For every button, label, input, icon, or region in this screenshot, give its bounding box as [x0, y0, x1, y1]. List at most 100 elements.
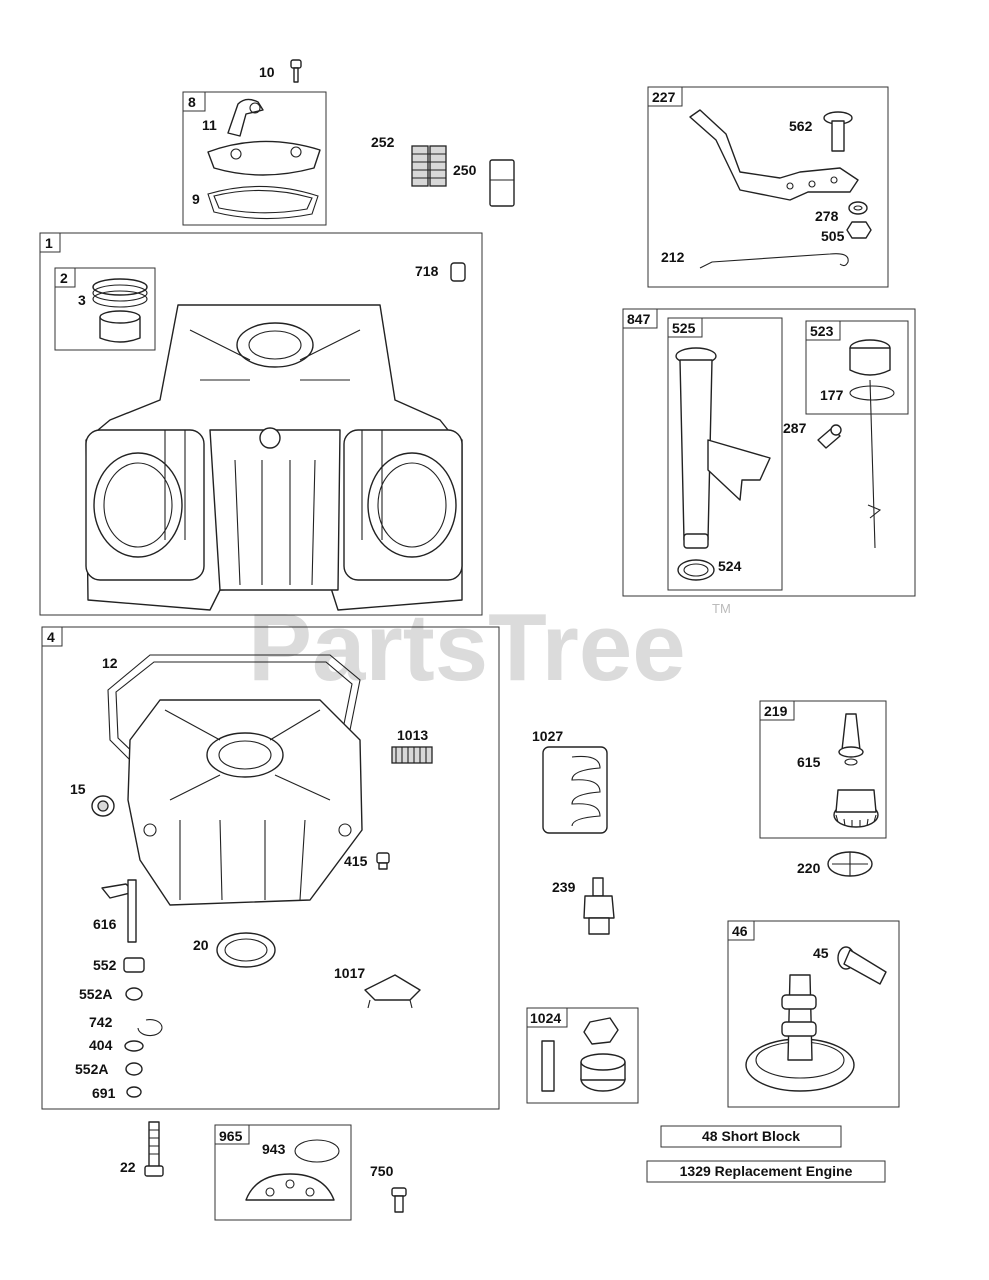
part-1013-label[interactable]: 1013 [397, 727, 428, 743]
oil-pump-shaft-icon[interactable] [541, 1040, 555, 1092]
group-847-tag [622, 308, 658, 329]
oil-pump-cover-icon[interactable] [364, 974, 421, 1009]
part-750-label[interactable]: 750 [370, 1163, 394, 1179]
group-4-label: 4 [47, 629, 55, 645]
breather-tube-icon[interactable] [227, 98, 264, 137]
washer-552a-2-icon[interactable] [125, 1062, 143, 1076]
o-ring-943-icon[interactable] [294, 1139, 340, 1163]
o-ring-icon[interactable] [677, 559, 715, 581]
cotter-icon[interactable] [126, 1086, 142, 1098]
nut-icon[interactable] [846, 221, 872, 239]
group-46-tag [727, 920, 755, 941]
washer-552a-icon[interactable] [125, 987, 143, 1001]
dowel-pin-icon[interactable] [450, 262, 466, 282]
short-block-button[interactable]: 48 Short Block [660, 1125, 842, 1148]
governor-cup-icon[interactable] [838, 713, 864, 758]
part-1017-label[interactable]: 1017 [334, 965, 365, 981]
valve-tappet-icon[interactable] [489, 159, 515, 207]
oil-pump-rotor-icon[interactable] [580, 1017, 626, 1092]
part-212-label[interactable]: 212 [661, 249, 685, 265]
group-523-box [805, 320, 909, 415]
part-404-label[interactable]: 404 [89, 1037, 113, 1053]
part-742-label[interactable]: 742 [89, 1014, 113, 1030]
group-1-label: 1 [45, 235, 53, 251]
spring-strip-icon[interactable] [391, 746, 433, 764]
dipstick-tube-icon[interactable] [675, 347, 771, 549]
breather-gasket-icon[interactable] [207, 185, 319, 220]
part-20-label[interactable]: 20 [193, 937, 209, 953]
governor-gear-icon[interactable] [833, 789, 879, 828]
washer-404-icon[interactable] [124, 1040, 144, 1052]
part-562-label[interactable]: 562 [789, 118, 813, 134]
governor-link-icon[interactable] [699, 253, 849, 269]
part-12-label[interactable]: 12 [102, 655, 118, 671]
oil-filter-icon[interactable] [542, 746, 608, 834]
oil-pressure-switch-icon[interactable] [583, 877, 615, 935]
part-3-label[interactable]: 3 [78, 292, 86, 308]
governor-shaft-icon[interactable] [101, 879, 137, 943]
washer-icon[interactable] [848, 201, 868, 215]
part-552a-2-label[interactable]: 552A [75, 1061, 108, 1077]
part-505-label[interactable]: 505 [821, 228, 845, 244]
piston-icon[interactable] [99, 310, 141, 343]
part-615-label[interactable]: 615 [797, 754, 821, 770]
replacement-engine-button-label: 1329 Replacement Engine [680, 1163, 853, 1179]
drain-plug-icon[interactable] [376, 852, 390, 870]
bushing-icon[interactable] [123, 957, 145, 973]
group-8-box [182, 91, 327, 226]
part-252-label[interactable]: 252 [371, 134, 395, 150]
cylinder-block-icon[interactable] [85, 304, 463, 611]
group-525-box [667, 317, 783, 591]
group-4-box [41, 626, 500, 1110]
part-45-label[interactable]: 45 [813, 945, 829, 961]
part-250-label[interactable]: 250 [453, 162, 477, 178]
camshaft-icon[interactable] [745, 974, 855, 1092]
group-4-tag [41, 626, 63, 647]
group-1-box [39, 232, 483, 616]
part-10-label[interactable]: 10 [259, 64, 275, 80]
group-525-tag [667, 317, 703, 338]
oil-pump-cover-plate-icon[interactable] [245, 1173, 335, 1201]
breather-cover-icon[interactable] [207, 140, 321, 176]
shoulder-bolt-icon[interactable] [823, 111, 853, 152]
group-523-label: 523 [810, 323, 834, 339]
part-9-label[interactable]: 9 [192, 191, 200, 207]
part-552-label[interactable]: 552 [93, 957, 117, 973]
part-22-label[interactable]: 22 [120, 1159, 136, 1175]
piston-rings-icon[interactable] [92, 278, 148, 308]
part-287-label[interactable]: 287 [783, 420, 807, 436]
valve-spring-icon[interactable] [411, 145, 447, 187]
camshaft-pin-icon[interactable] [837, 946, 887, 985]
replacement-engine-button[interactable]: 1329 Replacement Engine [646, 1160, 886, 1183]
retaining-clip-icon[interactable] [844, 758, 858, 766]
part-1027-label[interactable]: 1027 [532, 728, 563, 744]
bolt-22-icon[interactable] [144, 1121, 164, 1177]
part-239-label[interactable]: 239 [552, 879, 576, 895]
part-177-label[interactable]: 177 [820, 387, 844, 403]
part-11-label[interactable]: 11 [202, 117, 217, 133]
part-943-label[interactable]: 943 [262, 1141, 286, 1157]
crankcase-cover-icon[interactable] [127, 699, 363, 906]
retaining-ring-icon[interactable] [137, 1019, 163, 1037]
part-718-label[interactable]: 718 [415, 263, 439, 279]
group-8-tag [182, 91, 206, 112]
oil-seal-icon[interactable] [91, 795, 115, 817]
group-219-box [759, 700, 887, 839]
part-220-label[interactable]: 220 [797, 860, 821, 876]
part-278-label[interactable]: 278 [815, 208, 839, 224]
dipstick-icon[interactable] [849, 339, 891, 549]
part-415-label[interactable]: 415 [344, 853, 368, 869]
governor-gear-washer-icon[interactable] [827, 851, 873, 877]
oil-seal-ring-icon[interactable] [216, 932, 276, 968]
part-691-label[interactable]: 691 [92, 1085, 116, 1101]
part-15-label[interactable]: 15 [70, 781, 86, 797]
part-552a-label[interactable]: 552A [79, 986, 112, 1002]
screw-icon[interactable] [290, 59, 302, 83]
governor-lever-icon[interactable] [689, 109, 859, 201]
screw-750-icon[interactable] [391, 1187, 407, 1213]
dipstick-o-ring-icon[interactable] [849, 385, 895, 401]
tube-screw-icon[interactable] [817, 424, 842, 449]
part-524-label[interactable]: 524 [718, 558, 742, 574]
part-616-label[interactable]: 616 [93, 916, 117, 932]
